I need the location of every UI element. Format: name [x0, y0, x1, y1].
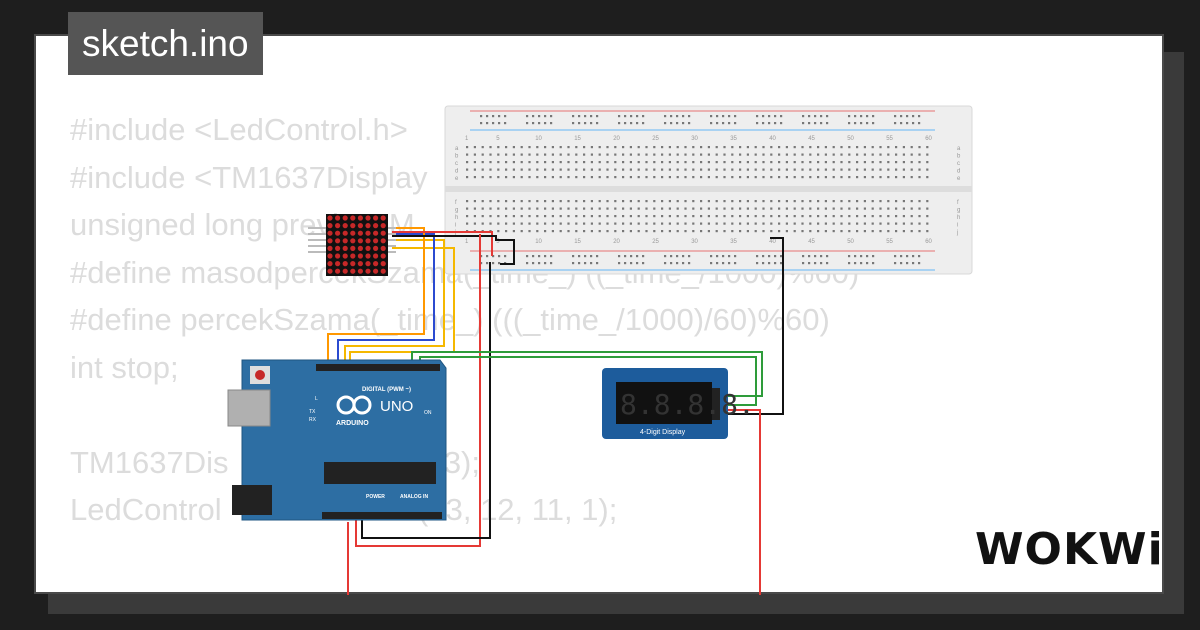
breadboard-column-number: 20 — [613, 136, 620, 142]
wire-orange — [327, 227, 425, 365]
arduino-uno-board[interactable] — [227, 359, 447, 521]
breadboard-row-letter: f — [957, 200, 959, 206]
breadboard-row-letter: b — [455, 154, 459, 160]
led-rx-label: RX — [309, 417, 317, 423]
wire-blue — [337, 233, 435, 365]
breadboard-row-letter: d — [957, 169, 960, 175]
display-label: 4-Digit Display — [640, 429, 686, 436]
analog-header-label: ANALOG IN — [400, 494, 428, 500]
breadboard-row-letter: h — [957, 215, 960, 221]
infinity-icon — [336, 395, 372, 415]
wire-red — [728, 409, 761, 595]
breadboard-row-letter: e — [957, 176, 961, 182]
wire-red — [355, 234, 481, 547]
breadboard-column-number: 55 — [886, 239, 893, 245]
breadboard-column-number: 20 — [613, 239, 620, 245]
breadboard-row-letter: h — [455, 215, 458, 221]
breadboard-column-number: 45 — [808, 239, 815, 245]
breadboard-row-letter: i — [455, 223, 456, 229]
wire-black — [361, 262, 491, 539]
power-header-label: POWER — [366, 494, 385, 500]
breadboard-column-number: 45 — [808, 136, 815, 142]
breadboard-row-letter: a — [455, 146, 459, 152]
breadboard-column-number: 30 — [691, 136, 698, 142]
breadboard-row-letter: g — [957, 208, 960, 214]
wire-green — [411, 351, 763, 397]
code-line: LedControl ol(13, 12, 11, 1); — [70, 492, 618, 527]
code-line: #include <LedControl.h> — [70, 112, 408, 147]
wire-yellow — [344, 239, 445, 365]
breadboard-row-letter: d — [455, 169, 458, 175]
breadboard-row-letter: e — [455, 176, 459, 182]
breadboard-column-number: 25 — [652, 239, 659, 245]
breadboard-column-number: 1 — [465, 239, 469, 245]
breadboard-column-number: 10 — [535, 239, 542, 245]
reset-button[interactable] — [255, 370, 265, 380]
breadboard-column-number: 55 — [886, 136, 893, 142]
wire-black — [728, 237, 784, 415]
digital-header-label: DIGITAL (PWM ~) — [362, 387, 411, 393]
led-l-label: L — [315, 396, 318, 402]
code-line: TM1637Dis 3); — [70, 444, 480, 480]
breadboard-column-number: 15 — [574, 136, 581, 142]
breadboard-column-number: 10 — [535, 136, 542, 142]
breadboard-row-letter: b — [957, 154, 961, 160]
breadboard-column-number: 40 — [769, 239, 776, 245]
breadboard-column-number: 35 — [730, 239, 737, 245]
arduino-model: UNO — [380, 398, 413, 415]
wire-black — [392, 235, 515, 265]
display-digits: 8.8.8.8. — [620, 388, 755, 421]
code-line: #define percekSzama(_time_) (((_time_/10… — [70, 302, 830, 337]
breadboard-column-number: 5 — [496, 136, 500, 142]
code-line: int stop; — [70, 349, 179, 385]
wokwi-logo[interactable]: WOKWi — [975, 524, 1164, 575]
breadboard-column-number: 60 — [925, 136, 932, 142]
breadboard-row-letter: a — [957, 146, 961, 152]
breadboard-row-letter: f — [455, 200, 457, 206]
breadboard-row-letter: g — [455, 208, 458, 214]
breadboard-column-number: 40 — [769, 136, 776, 142]
breadboard-row-letter: c — [455, 161, 458, 167]
wire-red — [392, 231, 493, 256]
breadboard-column-number: 15 — [574, 239, 581, 245]
breadboard-column-number: 35 — [730, 136, 737, 142]
code-background: #include <LedControl.h> #include <TM1637D… — [70, 106, 859, 534]
led-tx-label: TX — [309, 409, 316, 415]
breadboard-column-number: 60 — [925, 239, 932, 245]
tm1637-display-module[interactable] — [602, 368, 728, 439]
led-matrix[interactable] — [308, 214, 396, 276]
breadboard-column-number: 30 — [691, 239, 698, 245]
breadboard-row-letter: c — [957, 161, 960, 167]
breadboard-column-number: 50 — [847, 136, 854, 142]
breadboard-column-number: 1 — [465, 136, 469, 142]
sketch-filename-tab[interactable]: sketch.ino — [68, 12, 263, 75]
arduino-brand: ARDUINO — [336, 420, 369, 427]
breadboard[interactable]: 1155101015152020252530303535404045455050… — [444, 105, 973, 275]
breadboard-column-number: 50 — [847, 239, 854, 245]
breadboard-column-number: 25 — [652, 136, 659, 142]
breadboard-column-number: 5 — [496, 239, 500, 245]
breadboard-row-letter: j — [956, 230, 958, 236]
breadboard-row-letter: i — [957, 223, 958, 229]
code-line: #include <TM1637Display — [70, 159, 428, 195]
led-on-label: ON — [424, 410, 432, 416]
